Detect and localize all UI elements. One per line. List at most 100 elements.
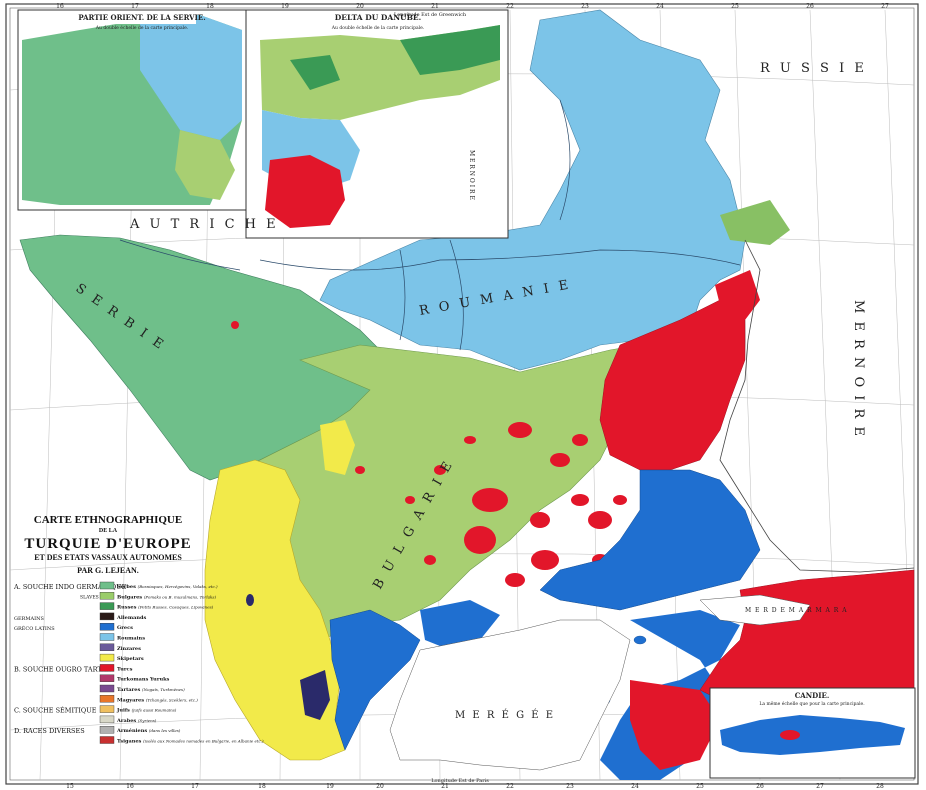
legend-swatch (99, 643, 115, 651)
svg-text:24: 24 (631, 783, 639, 790)
legend-item-label: Juifs (juifs aussi Roumains) (116, 708, 177, 714)
svg-text:28: 28 (876, 783, 884, 790)
longitude-top-label: Longitude Est de Greenwich (394, 12, 467, 18)
svg-text:23: 23 (581, 3, 589, 10)
legend-item-label: Turcs (117, 666, 133, 672)
svg-text:26: 26 (806, 3, 814, 10)
legend-swatch (99, 633, 115, 641)
legend-item-label: Magyares (Tchangés, Szeklers, etc.) (117, 697, 198, 703)
region-turcs-dobruja (715, 270, 760, 320)
svg-text:18: 18 (258, 783, 266, 790)
title-line5: PAR G. LEJEAN. (77, 566, 139, 575)
legend-swatch (99, 664, 115, 672)
bottom-ticks: 15 16 17 18 19 20 21 22 23 24 25 26 27 2… (66, 783, 884, 790)
legend-swatch (99, 705, 115, 713)
top-ticks: 16 17 18 19 20 21 22 23 24 25 26 27 (56, 3, 889, 10)
legend-swatch (99, 695, 115, 703)
legend-item-label: Serbes (Bosniaques, Herzégovins, Valaks,… (117, 584, 218, 590)
region-russes-ne (720, 200, 790, 245)
label-mer-marmara: M E R D E M A R M A R A (745, 607, 848, 614)
legend-item-label: Turkomans Yuruks (117, 677, 170, 683)
inset-serbie-title: PARTIE ORIENT. DE LA SERVIE. (78, 13, 205, 22)
legend-swatch (99, 715, 115, 724)
legend-item-label: Zinzares (117, 646, 141, 652)
longitude-bottom-label: Longitude Est de Paris (431, 778, 489, 784)
legend-swatch (99, 581, 115, 590)
inset-candie-title: CANDIE. (795, 691, 830, 700)
legend-item-label: Arméniens (dans les villes) (116, 727, 181, 734)
legend: A. SOUCHE INDO GERMANIQUE SLAVES GERMAINS G… (13, 581, 264, 745)
svg-text:25: 25 (731, 3, 739, 10)
turcs-patches (231, 321, 627, 587)
region-roumains (319, 9, 746, 371)
region-grecs-macedonia (329, 609, 421, 751)
title-line1: CARTE ETHNOGRAPHIQUE (34, 514, 182, 526)
label-autriche: A U T R I C H E (129, 217, 279, 232)
region-grecs-thrace (539, 469, 761, 611)
legend-group-label: GRÉCO LATINS (14, 624, 55, 632)
legend-swatch (99, 684, 115, 693)
map-frame (5, 3, 919, 785)
svg-text:27: 27 (816, 783, 824, 790)
inset-serbie-subtitle: Au double échelle de la carte principale… (95, 24, 189, 31)
svg-text:22: 22 (506, 783, 514, 790)
legend-swatch (99, 726, 115, 734)
svg-text:24: 24 (656, 3, 664, 10)
sea-marmara (699, 594, 811, 626)
svg-text:27: 27 (881, 3, 889, 10)
svg-text:25: 25 (696, 783, 704, 790)
inset-candie-subtitle: La même échelle que pour la carte princi… (759, 700, 865, 707)
svg-text:22: 22 (506, 3, 514, 10)
inset-serbie: PARTIE ORIENT. DE LA SERVIE. Au double é… (17, 9, 247, 211)
map-inner-frame (9, 7, 915, 781)
svg-text:19: 19 (281, 3, 289, 10)
svg-text:19: 19 (326, 783, 334, 790)
svg-text:26: 26 (756, 783, 764, 790)
legend-group-label: A. SOUCHE INDO GERMANIQUE (13, 583, 127, 591)
legend-swatch (99, 592, 115, 600)
title-line3: TURQUIE D'EUROPE (24, 536, 191, 552)
inset-candie: CANDIE. La même échelle que pour la cart… (709, 687, 916, 779)
region-skipetars-north (320, 420, 355, 475)
legend-item-label: Allemands (116, 615, 147, 621)
legend-item-label: Tsiganes (isolés aux Nomades nomades en … (117, 739, 264, 745)
svg-text:18: 18 (206, 3, 214, 10)
title-line2: DE LA (99, 528, 118, 534)
svg-text:17: 17 (131, 3, 139, 10)
legend-group-label: GERMAINS (14, 616, 44, 622)
sea-aegean (389, 619, 631, 771)
inset-danube-subtitle: Au double échelle de la carte principale… (331, 24, 425, 31)
legend-swatch (99, 612, 115, 621)
region-turcs-asia-sw (630, 680, 720, 770)
svg-text:15: 15 (66, 783, 74, 790)
legend-group-label: B. SOUCHE OUGRO TARTAR (14, 665, 112, 673)
rivers (119, 99, 741, 351)
legend-swatch (99, 736, 115, 744)
svg-text:16: 16 (126, 783, 134, 790)
legend-swatch (99, 602, 115, 610)
zinzares-patches (246, 594, 330, 720)
svg-text:20: 20 (356, 3, 364, 10)
svg-text:20: 20 (376, 783, 384, 790)
black-sea-coast (719, 239, 915, 573)
svg-text:16: 16 (56, 3, 64, 10)
inset-danube: DELTA DU DANUBE. Au double échelle de la… (245, 9, 509, 239)
legend-group-sublabel: SLAVES (80, 595, 99, 601)
legend-item-label: Russes (Petits Russes, Cosaques, Lipovan… (117, 605, 214, 611)
legend-swatch (99, 653, 115, 662)
svg-text:21: 21 (441, 783, 449, 790)
legend-item-label: Roumains (117, 636, 145, 642)
label-russie: R U S S I E (760, 61, 867, 76)
legend-item-label: Arabes (Syriens) (116, 718, 157, 724)
svg-text:23: 23 (566, 783, 574, 790)
legend-group-label: C. SOUCHE SÉMITIQUE (14, 706, 97, 715)
svg-text:17: 17 (191, 783, 199, 790)
inset-danube-title: DELTA DU DANUBE. (335, 13, 422, 22)
region-grecs-chalcidice (420, 600, 500, 650)
title-cartouche: CARTE ETHNOGRAPHIQUE DE LA TURQUIE D'EUR… (24, 514, 191, 575)
label-mer-noire: M E R N O I R E (851, 300, 866, 438)
legend-swatch (99, 674, 115, 682)
inset-danube-sea-label: M E R N O I R E (468, 150, 475, 200)
legend-group-label: D. RACES DIVERSES (14, 727, 85, 735)
